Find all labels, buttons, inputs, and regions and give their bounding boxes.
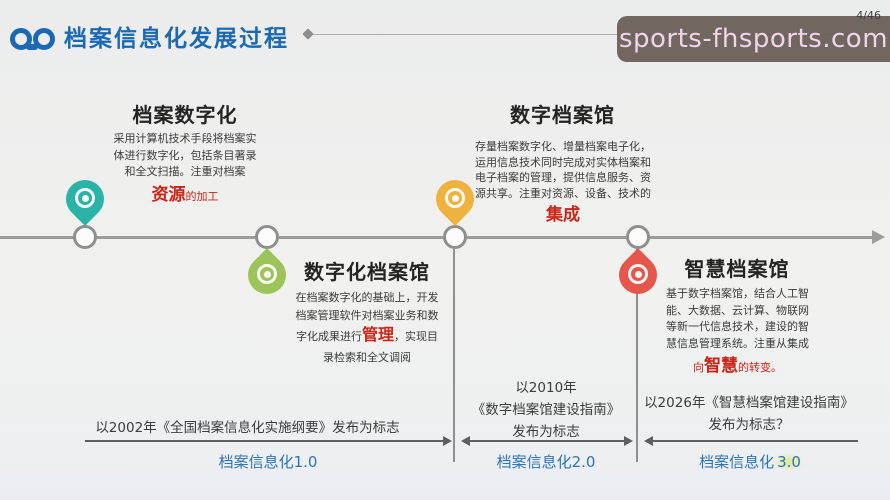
- body-line: 档案管理软件对档案业务和数: [295, 308, 439, 322]
- emphasis-main: 资源: [151, 184, 186, 205]
- timeline-node-1: [73, 225, 97, 249]
- pin-dot: [452, 195, 459, 202]
- milestone-3-emphasis: 集成: [468, 204, 658, 228]
- timeline-axis: [0, 236, 874, 239]
- header-divider-line: [304, 34, 890, 35]
- era-1-label: 档案信息化1.0: [188, 451, 348, 472]
- timeline-node-2: [255, 225, 279, 249]
- caption-line: 发布为标志: [512, 424, 580, 440]
- map-pin-icon-yellow: [428, 172, 482, 230]
- era-1-arrowhead-icon: [443, 436, 452, 446]
- pin-dot: [82, 195, 89, 202]
- page-number: 4/46: [856, 9, 881, 22]
- body-line: 源共享。注重对资源、设备、技术的: [475, 186, 651, 200]
- emphasis-main: 智慧: [704, 356, 738, 376]
- milestone-3-body: 存量档案数字化、增量档案电子化， 运用信息技术同时完成对实体档案和 电子档案的管…: [468, 139, 658, 228]
- watermark-banner: sports-fhsports.com: [617, 16, 890, 62]
- milestone-3-title: 数字档案馆: [510, 103, 615, 127]
- body-line: 慧信息管理系统。注重从集成: [666, 336, 809, 350]
- emphasis-main: 集成: [546, 205, 580, 225]
- milestone-1-title: 档案数字化: [132, 103, 238, 127]
- logo-ring-left: [10, 28, 32, 50]
- pin-ring: [75, 188, 95, 208]
- milestone-2-body: 在档案数字化的基础上，开发 档案管理软件对档案业务和数 字化成果进行管理，实现目…: [277, 289, 457, 367]
- era-2-caption: 以2010年 《数字档案馆建设指南》 发布为标志: [461, 377, 631, 443]
- era-label-highlighted-text: 3.0: [774, 453, 804, 471]
- archive-logo-icon: [10, 27, 58, 53]
- body-line: 能、大数据、云计算、物联网: [666, 303, 809, 317]
- emphasis-suffix: 的加工: [185, 189, 219, 203]
- timeline-node-4: [626, 225, 650, 249]
- pin-dot: [635, 271, 642, 278]
- body-line: 等新一代信息技术，建设的智: [666, 320, 809, 333]
- milestone-2-title: 数字化档案馆: [304, 260, 430, 284]
- timeline-node-3: [443, 225, 467, 249]
- map-pin-icon-teal: [58, 172, 112, 230]
- pin-ring: [628, 264, 648, 284]
- era-2-label: 档案信息化2.0: [466, 451, 626, 472]
- milestone-1-emphasis: 资源的加工: [95, 184, 275, 208]
- watermark-text: sports-fhsports.com: [618, 24, 889, 54]
- emphasis-inline: 管理: [361, 325, 394, 344]
- body-line: 和全文扫描。注重对档案: [124, 165, 246, 178]
- pin-ring: [257, 264, 277, 284]
- milestone-4-body: 基于数字档案馆，结合人工智 能、大数据、云计算、物联网 等新一代信息技术，建设的…: [650, 286, 825, 379]
- era-3-span-line: [653, 440, 858, 442]
- logo-ring-right: [33, 28, 55, 50]
- era-2-left-arrowhead-icon: [461, 436, 470, 446]
- body-line: 采用计算机技术手段将档案实: [113, 132, 257, 145]
- logo-tail: [26, 44, 38, 50]
- divider-vertical-1: [453, 249, 455, 462]
- body-line-with-emphasis: 字化成果进行管理，实现目: [277, 324, 457, 348]
- emphasis-suffix: 的转变。: [738, 361, 782, 374]
- pin-dot: [264, 271, 271, 278]
- caption-line: 《数字档案馆建设指南》: [471, 402, 621, 418]
- era-3-arrowhead-icon: [644, 436, 653, 446]
- emphasis-prefix: 向: [693, 361, 704, 374]
- era-2-right-arrowhead-icon: [624, 436, 633, 446]
- milestone-4-title: 智慧档案馆: [684, 257, 790, 281]
- milestone-4-emphasis: 向智慧的转变。: [650, 355, 825, 379]
- era-label-text: 档案信息化: [699, 453, 775, 471]
- body-line: 存量档案数字化、增量档案电子化，: [475, 140, 651, 153]
- line-part: ，实现目: [394, 330, 438, 343]
- divider-vertical-2: [636, 249, 638, 462]
- drop-pin-icon-green: [240, 247, 294, 302]
- caption-line: 以2002年《全国档案信息化实施纲要》发布为标志: [95, 420, 400, 436]
- era-1-span-line: [85, 440, 443, 442]
- header-diamond-marker: [302, 28, 314, 40]
- pin-ring: [445, 188, 465, 208]
- caption-line: 以2026年《智慧档案馆建设指南》: [644, 395, 854, 411]
- caption-line: 以2010年: [515, 380, 577, 396]
- body-line: 在档案数字化的基础上，开发: [295, 291, 439, 304]
- body-line: 运用信息技术同时完成对实体档案和: [475, 155, 651, 169]
- caption-line: 发布为标志？: [708, 417, 790, 433]
- line-part: 字化成果进行: [295, 330, 362, 343]
- era-3-caption: 以2026年《智慧档案馆建设指南》 发布为标志？: [640, 392, 858, 436]
- page-title: 档案信息化发展过程: [64, 26, 289, 52]
- era-label-text: 档案信息化2.0: [496, 453, 596, 471]
- body-line: 基于数字档案馆，结合人工智: [666, 287, 809, 300]
- body-line: 录检索和全文调阅: [323, 351, 411, 364]
- timeline-arrowhead-icon: [872, 230, 885, 244]
- milestone-1-body: 采用计算机技术手段将档案实 体进行数字化，包括条目著录 和全文扫描。注重对档案 …: [95, 131, 275, 208]
- body-line: 电子档案的管理，提供信息服务、资: [475, 171, 651, 184]
- drop-pin-icon-red: [611, 247, 665, 302]
- era-label-text: 档案信息化1.0: [218, 453, 318, 471]
- body-line: 体进行数字化，包括条目著录: [113, 148, 257, 162]
- era-2-span-line: [470, 440, 625, 442]
- era-1-caption: 以2002年《全国档案信息化实施纲要》发布为标志: [60, 417, 435, 439]
